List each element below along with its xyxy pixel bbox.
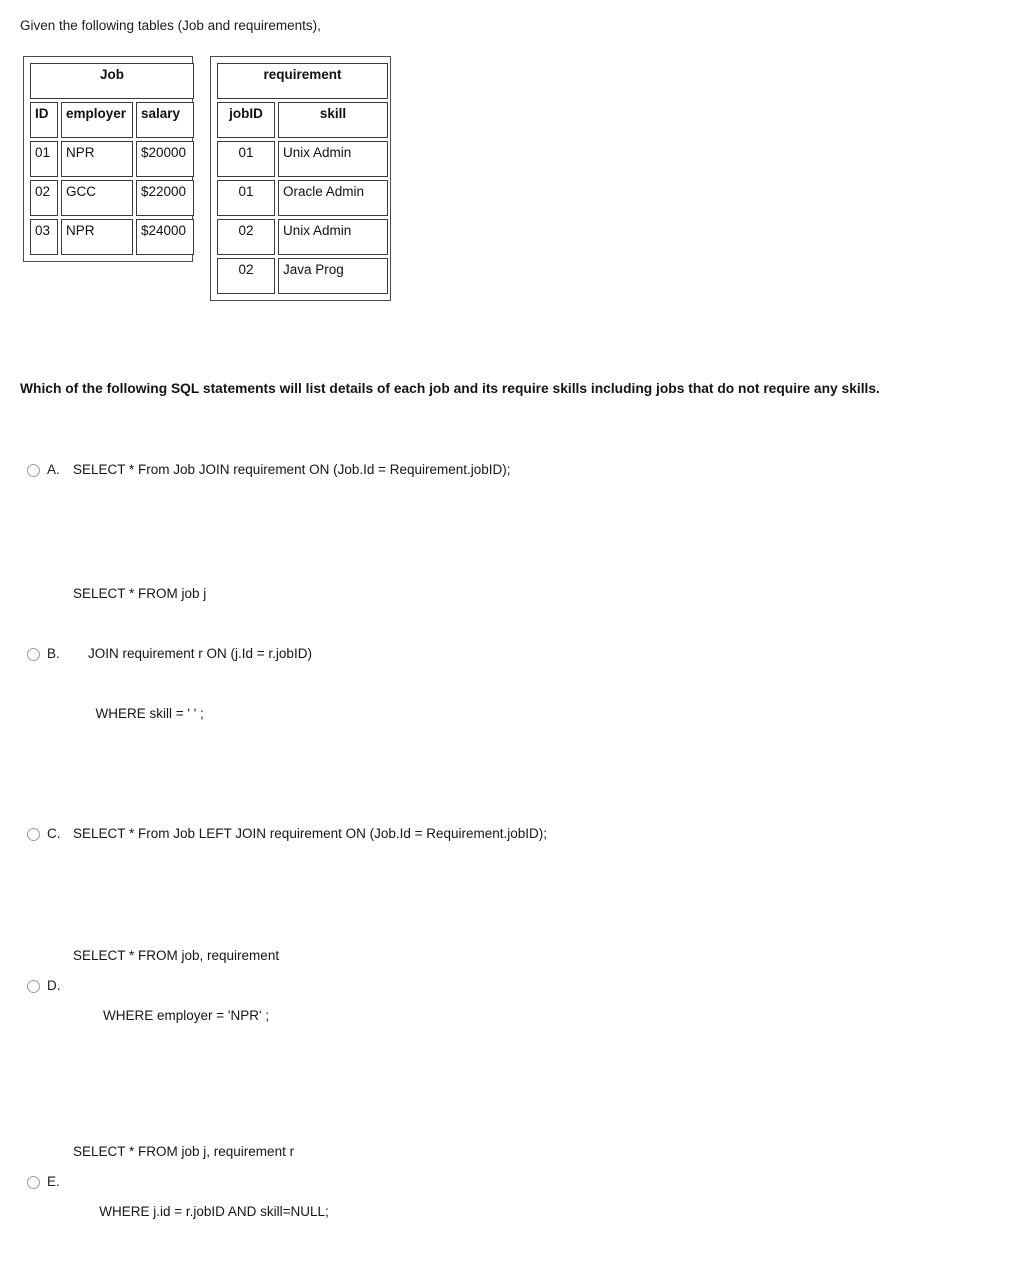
table-row-title: Job xyxy=(30,63,195,99)
intro-text: Given the following tables (Job and requ… xyxy=(20,18,321,33)
option-text-a: SELECT * From Job JOIN requirement ON (J… xyxy=(73,420,1024,520)
job-column-header-salary: salary xyxy=(136,102,195,138)
option-d-line-2: WHERE employer = 'NPR' ; xyxy=(73,1008,270,1023)
requirement-cell-skill: Unix Admin xyxy=(278,219,388,255)
table-row: 02 Unix Admin xyxy=(217,219,388,255)
job-table: Job ID employer salary 01 NPR $20000 02 … xyxy=(27,60,197,258)
option-a[interactable]: A. SELECT * From Job JOIN requirement ON… xyxy=(0,420,1024,520)
table-row-header: jobID skill xyxy=(217,102,388,138)
requirement-cell-skill: Java Prog xyxy=(278,258,388,294)
job-cell-salary: $24000 xyxy=(136,219,195,255)
requirement-cell-skill: Oracle Admin xyxy=(278,180,388,216)
option-letter-b: B. xyxy=(47,646,60,661)
job-cell-employer: GCC xyxy=(61,180,133,216)
option-e-line-2: WHERE j.id = r.jobID AND skill=NULL; xyxy=(73,1204,329,1219)
option-text-e: SELECT * FROM job j, requirement r WHERE… xyxy=(73,1102,1024,1262)
option-letter-e: E. xyxy=(47,1174,60,1189)
requirement-column-header-skill: skill xyxy=(278,102,388,138)
job-column-header-employer: employer xyxy=(61,102,133,138)
table-row: 01 Unix Admin xyxy=(217,141,388,177)
table-row: 02 GCC $22000 xyxy=(30,180,195,216)
requirement-cell-jobid: 02 xyxy=(217,219,275,255)
requirement-column-header-jobid: jobID xyxy=(217,102,275,138)
option-c-line-1: SELECT * From Job LEFT JOIN requirement … xyxy=(73,826,548,841)
table-row: 01 NPR $20000 xyxy=(30,141,195,177)
option-letter-a: A. xyxy=(47,462,60,477)
option-text-d: SELECT * FROM job, requirement WHERE emp… xyxy=(73,906,1024,1066)
job-cell-id: 01 xyxy=(30,141,58,177)
requirement-cell-jobid: 01 xyxy=(217,180,275,216)
requirement-table-title: requirement xyxy=(217,63,388,99)
job-cell-salary: $20000 xyxy=(136,141,195,177)
option-text-c: SELECT * From Job LEFT JOIN requirement … xyxy=(73,784,1024,884)
job-column-header-id: ID xyxy=(30,102,58,138)
option-c[interactable]: C. SELECT * From Job LEFT JOIN requireme… xyxy=(0,784,1024,884)
option-d-line-1: SELECT * FROM job, requirement xyxy=(73,948,280,963)
option-e-line-1: SELECT * FROM job j, requirement r xyxy=(73,1144,295,1159)
table-row-title: requirement xyxy=(217,63,388,99)
job-table-container: Job ID employer salary 01 NPR $20000 02 … xyxy=(23,56,195,262)
job-cell-id: 03 xyxy=(30,219,58,255)
job-cell-employer: NPR xyxy=(61,141,133,177)
job-cell-id: 02 xyxy=(30,180,58,216)
option-text-b: SELECT * FROM job j JOIN requirement r O… xyxy=(73,544,1024,764)
option-letter-c: C. xyxy=(47,826,61,841)
option-b-line-1: SELECT * FROM job j xyxy=(73,586,207,601)
radio-button-e[interactable] xyxy=(27,1175,40,1189)
job-table-title: Job xyxy=(30,63,195,99)
question-text: Which of the following SQL statements wi… xyxy=(20,381,880,396)
table-row: 01 Oracle Admin xyxy=(217,180,388,216)
requirement-cell-jobid: 01 xyxy=(217,141,275,177)
radio-button-c[interactable] xyxy=(27,827,40,841)
option-e[interactable]: E. SELECT * FROM job j, requirement r WH… xyxy=(0,1102,1024,1262)
requirement-cell-skill: Unix Admin xyxy=(278,141,388,177)
answer-options-list: A. SELECT * From Job JOIN requirement ON… xyxy=(0,412,1024,1262)
option-b-line-2: JOIN requirement r ON (j.Id = r.jobID) xyxy=(73,646,312,661)
radio-button-d[interactable] xyxy=(27,979,40,993)
option-a-line-1: SELECT * From Job JOIN requirement ON (J… xyxy=(73,462,511,477)
radio-button-b[interactable] xyxy=(27,647,40,661)
table-row-header: ID employer salary xyxy=(30,102,195,138)
option-b-line-3: WHERE skill = ' ' ; xyxy=(73,706,204,721)
option-b[interactable]: B. SELECT * FROM job j JOIN requirement … xyxy=(0,544,1024,764)
radio-button-a[interactable] xyxy=(27,463,40,477)
table-row: 03 NPR $24000 xyxy=(30,219,195,255)
option-letter-d: D. xyxy=(47,978,61,993)
job-cell-salary: $22000 xyxy=(136,180,195,216)
option-d[interactable]: D. SELECT * FROM job, requirement WHERE … xyxy=(0,906,1024,1066)
table-row: 02 Java Prog xyxy=(217,258,388,294)
requirement-table-container: requirement jobID skill 01 Unix Admin 01… xyxy=(210,56,391,301)
requirement-table: requirement jobID skill 01 Unix Admin 01… xyxy=(214,60,391,297)
job-cell-employer: NPR xyxy=(61,219,133,255)
requirement-cell-jobid: 02 xyxy=(217,258,275,294)
